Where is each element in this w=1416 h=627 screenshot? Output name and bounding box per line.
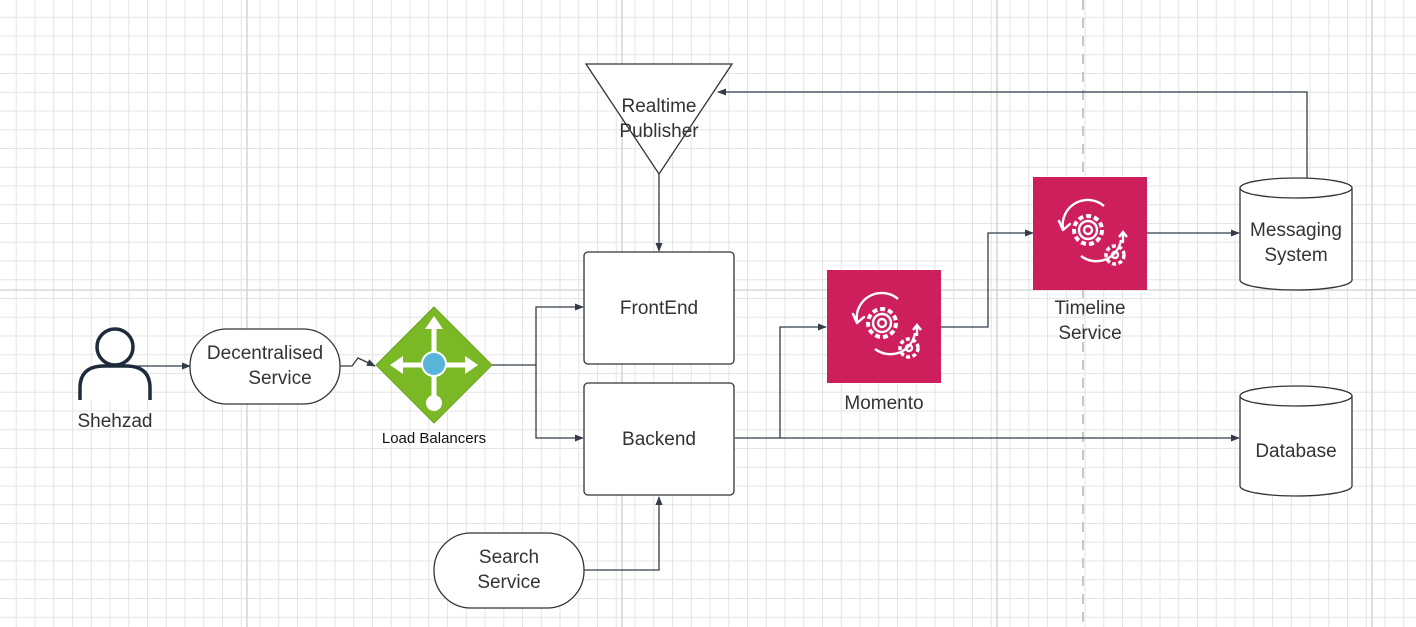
user-node[interactable]: Shehzad — [77, 327, 153, 432]
decentralised-service-label-1: Decentralised — [207, 343, 323, 364]
backend-node[interactable]: Backend — [583, 382, 735, 496]
decentralised-service-label-2: Service — [248, 368, 311, 389]
database-label: Database — [1255, 441, 1336, 462]
messaging-system-label-2: System — [1264, 245, 1327, 266]
timeline-gears-icon — [1033, 177, 1147, 290]
user-label: Shehzad — [77, 411, 152, 432]
frontend-node[interactable]: FrontEnd — [583, 251, 735, 365]
edge-decentralised-to-lb — [340, 357, 376, 367]
load-balancer-node[interactable]: Load Balancers — [375, 306, 493, 447]
realtime-publisher-label-1: Realtime — [622, 96, 697, 117]
realtime-publisher-label-2: Publisher — [619, 121, 699, 142]
decentralised-service-shape — [189, 328, 341, 405]
load-balancer-label: Load Balancers — [382, 430, 486, 447]
realtime-publisher-node[interactable]: Realtime Publisher — [584, 63, 734, 176]
timeline-service-label-2: Service — [1058, 323, 1121, 344]
timeline-service-node[interactable]: Timeline Service — [1033, 177, 1147, 344]
momento-label: Momento — [844, 393, 923, 414]
frontend-label: FrontEnd — [620, 298, 698, 319]
backend-label: Backend — [622, 429, 696, 450]
edge-search-to-backend — [584, 496, 663, 571]
messaging-system-cylinder — [1239, 177, 1353, 291]
edge-lb-to-frontend — [492, 303, 584, 366]
edge-backend-to-momento — [735, 323, 827, 439]
timeline-service-label-1: Timeline — [1054, 298, 1125, 319]
messaging-system-node[interactable]: Messaging System — [1239, 177, 1353, 291]
load-balancer-icon — [375, 306, 493, 424]
momento-node[interactable]: Momento — [827, 270, 941, 414]
database-cylinder — [1239, 385, 1353, 497]
search-service-label-1: Search — [479, 547, 539, 568]
decentralised-service-node[interactable]: Decentralised Service — [189, 328, 341, 405]
user-icon — [78, 327, 152, 400]
momento-gears-icon — [827, 270, 941, 383]
messaging-system-label-1: Messaging — [1250, 220, 1342, 241]
connectors — [132, 88, 1308, 571]
database-node[interactable]: Database — [1239, 385, 1353, 497]
frontend-shape — [583, 251, 735, 365]
backend-shape — [583, 382, 735, 496]
realtime-publisher-shape — [584, 63, 734, 176]
edge-lb-to-backend — [535, 365, 584, 442]
edge-messaging-to-publisher — [717, 88, 1308, 180]
search-service-label-2: Service — [477, 572, 540, 593]
search-service-node[interactable]: Search Service — [433, 532, 585, 609]
search-service-shape — [433, 532, 585, 609]
edge-momento-to-timeline — [941, 229, 1034, 328]
